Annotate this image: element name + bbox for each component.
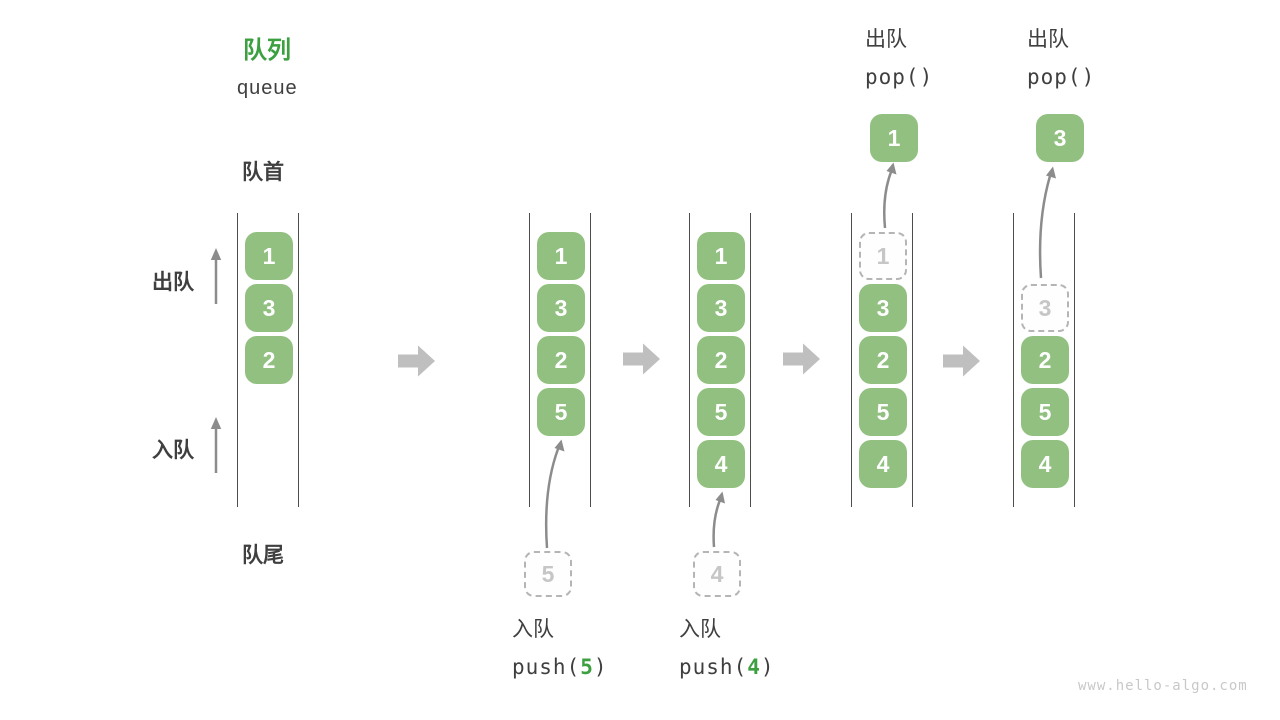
pop-arrow-icon — [883, 162, 897, 229]
operation-pop: 出队 pop() — [1027, 28, 1096, 89]
queue-slot: 3 — [697, 284, 745, 332]
queue-slot: 2 — [537, 336, 585, 384]
queue-slot: 5 — [859, 388, 907, 436]
diagram-title: 队列 queue — [237, 30, 298, 100]
queue-slot: 1 — [245, 232, 293, 280]
popped-element: 3 — [1036, 114, 1084, 162]
queue-slot: 2 — [859, 336, 907, 384]
operation-push-5: 入队 push(5) — [512, 618, 608, 679]
popped-element: 1 — [870, 114, 918, 162]
queue-slot-removed: 1 — [859, 232, 907, 280]
push-arrow-icon — [712, 491, 725, 548]
transition-arrow-icon — [398, 345, 435, 377]
queue-slot: 2 — [1021, 336, 1069, 384]
queue-slot: 1 — [537, 232, 585, 280]
label-queue-rear: 队尾 — [242, 544, 284, 567]
incoming-element: 4 — [693, 551, 741, 597]
label-enqueue: 入队 — [152, 439, 194, 462]
queue-slot: 2 — [697, 336, 745, 384]
transition-arrow-icon — [623, 343, 660, 375]
queue-slot: 1 — [697, 232, 745, 280]
queue-slot: 5 — [1021, 388, 1069, 436]
operation-pop: 出队 pop() — [865, 28, 934, 89]
queue-slot: 4 — [697, 440, 745, 488]
queue-slot: 3 — [537, 284, 585, 332]
queue-slot: 3 — [859, 284, 907, 332]
label-dequeue: 出队 — [152, 271, 194, 294]
queue-slot: 4 — [1021, 440, 1069, 488]
queue-slot: 5 — [697, 388, 745, 436]
label-queue-front: 队首 — [242, 161, 284, 184]
transition-arrow-icon — [783, 343, 820, 375]
pop-arrow-icon — [1038, 166, 1056, 279]
title-en: queue — [237, 77, 298, 99]
enqueue-direction-arrow-icon — [210, 417, 222, 473]
watermark: www.hello-algo.com — [1078, 678, 1248, 694]
title-zh: 队列 — [243, 37, 291, 64]
queue-slot: 3 — [245, 284, 293, 332]
dequeue-direction-arrow-icon — [210, 248, 222, 304]
queue-slot: 5 — [537, 388, 585, 436]
queue-slot-removed: 3 — [1021, 284, 1069, 332]
queue-slot: 4 — [859, 440, 907, 488]
incoming-element: 5 — [524, 551, 572, 597]
transition-arrow-icon — [943, 345, 980, 377]
queue-slot: 2 — [245, 336, 293, 384]
push-arrow-icon — [544, 439, 565, 549]
operation-push-4: 入队 push(4) — [679, 618, 775, 679]
